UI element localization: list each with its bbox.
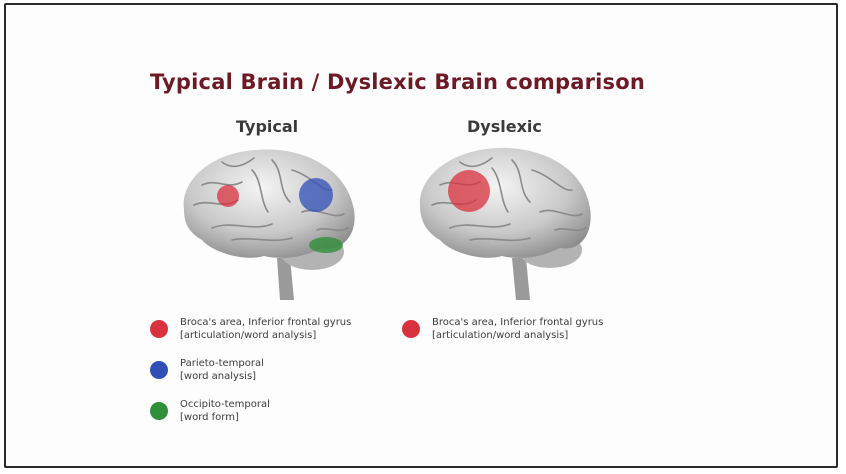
legend-label: Parieto-temporal bbox=[180, 357, 264, 370]
legend-item-occipito-temporal: Occipito-temporal [word form] bbox=[150, 398, 270, 424]
parieto-temporal-region-marker bbox=[299, 178, 333, 212]
brainstem bbox=[512, 258, 530, 300]
occipito-temporal-dot-icon bbox=[150, 402, 168, 420]
typical-heading: Typical bbox=[236, 117, 298, 136]
legend-item-broca-dyslexic: Broca's area, Inferior frontal gyrus [ar… bbox=[402, 316, 603, 342]
parieto-temporal-dot-icon bbox=[150, 361, 168, 379]
legend-label: Broca's area, Inferior frontal gyrus bbox=[180, 316, 351, 329]
dyslexic-brain-illustration bbox=[412, 140, 602, 305]
legend-sublabel: [word analysis] bbox=[180, 370, 264, 383]
legend-sublabel: [articulation/word analysis] bbox=[432, 329, 603, 342]
legend-sublabel: [articulation/word analysis] bbox=[180, 329, 351, 342]
slide-title: Typical Brain / Dyslexic Brain compariso… bbox=[150, 70, 645, 94]
legend-sublabel: [word form] bbox=[180, 411, 270, 424]
legend-item-parieto-temporal: Parieto-temporal [word analysis] bbox=[150, 357, 264, 383]
broca-region-marker bbox=[448, 170, 490, 212]
legend-label: Broca's area, Inferior frontal gyrus bbox=[432, 316, 603, 329]
typical-brain-illustration bbox=[172, 140, 362, 305]
occipito-temporal-region-marker bbox=[309, 237, 343, 253]
broca-dot-icon bbox=[150, 320, 168, 338]
broca-region-marker bbox=[217, 185, 239, 207]
legend-item-broca: Broca's area, Inferior frontal gyrus [ar… bbox=[150, 316, 351, 342]
broca-dot-icon bbox=[402, 320, 420, 338]
dyslexic-heading: Dyslexic bbox=[467, 117, 542, 136]
legend-label: Occipito-temporal bbox=[180, 398, 270, 411]
